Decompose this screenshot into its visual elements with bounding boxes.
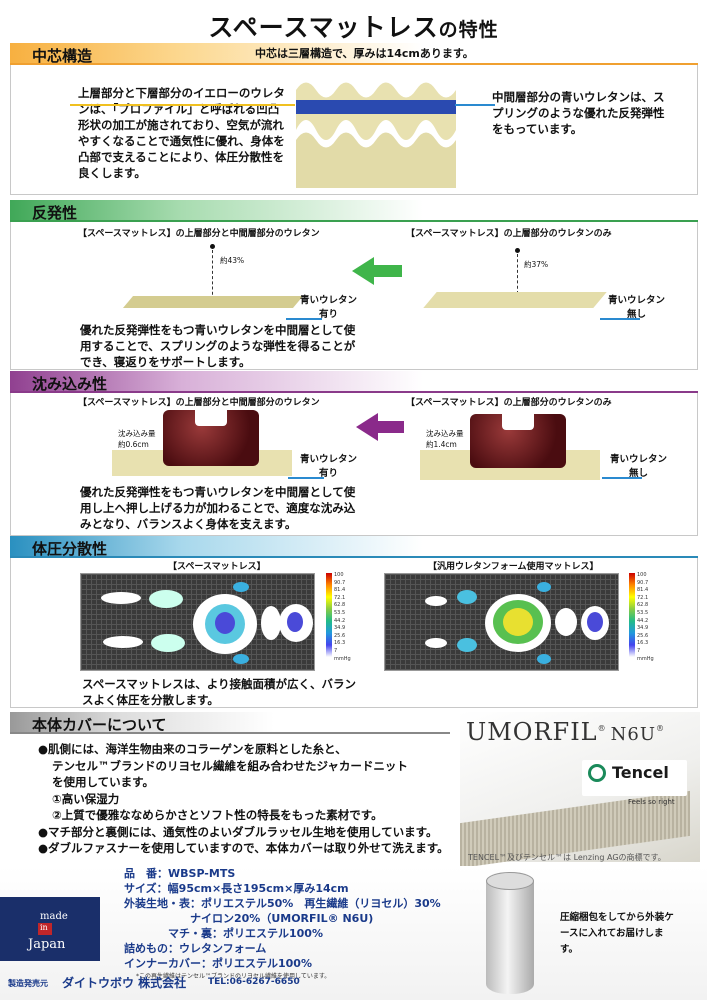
cover-bullet-list: ●肌側には、海洋生物由来のコラーゲンを原料とした糸と、 テンセル™ブランドのリヨ…: [38, 741, 478, 857]
cover-bullet: ②上質で優雅ななめらかさとソフト性の特長をもった素材です。: [52, 808, 383, 822]
section-title-core: 中芯構造: [32, 47, 93, 65]
pressure-scale-right: [629, 573, 635, 657]
pressure-right-caption: 【汎用ウレタンフォーム使用マットレス】: [428, 562, 599, 572]
blue-pointer-line: [602, 477, 642, 479]
comparison-arrow-icon: [356, 413, 378, 441]
rebound-height-line: [212, 250, 213, 300]
compressed-roll-image: [486, 872, 534, 994]
title-main: スペースマットレス: [208, 13, 439, 42]
cover-bullet: テンセル™ブランドのリヨセル繊維を組み合わせたジャカードニット: [52, 758, 408, 773]
trademark-note: TENCEL™及びテンセル™は Lenzing AGの商標です。: [468, 853, 666, 862]
section-rebound-panel: [10, 222, 698, 370]
footer-label: 製造発売元: [8, 979, 48, 988]
spec-list: 品 番：WBSP-MTS サイズ：幅95cm×長さ195cm×厚み14cm 外装…: [124, 866, 484, 971]
sink-left-label: 青いウレタン 有り: [300, 454, 358, 479]
tencel-tagline: Feels so right: [628, 798, 675, 806]
spec-line: 外装生地・表：ポリエステル50% 再生繊維（リヨセル）30%: [124, 897, 441, 910]
comparison-arrow-shaft: [376, 421, 404, 433]
tencel-brand: Tencel: [612, 763, 669, 782]
pressure-scale-left: [326, 573, 332, 657]
section-header-pressure: 体圧分散性: [10, 536, 698, 558]
yellow-pointer-line: [70, 104, 295, 106]
section-core-panel: [10, 65, 698, 195]
weight-handle-gap: [195, 410, 227, 426]
core-note: 中芯は三層構造で、厚みは14cmあります。: [255, 47, 474, 60]
ball-icon: [210, 244, 215, 249]
japan-flag-mark: [38, 923, 52, 935]
ball-icon: [515, 248, 520, 253]
sink-right-caption: 【スペースマットレス】の上層部分のウレタンのみ: [406, 398, 612, 408]
section-sink-panel: [10, 393, 698, 536]
made-in-line1: made: [40, 911, 68, 922]
section-header-sink: 沈み込み性: [10, 371, 698, 393]
made-in-line2: in: [40, 923, 48, 932]
cover-bullet: ①高い保湿力: [52, 791, 120, 806]
spec-line: マチ・裏：ポリエステル100%: [124, 927, 323, 940]
section-title-pressure: 体圧分散性: [32, 540, 108, 558]
sink-right-label: 青いウレタン 無し: [610, 454, 668, 479]
section-header-cover: 本体カバーについて: [10, 712, 450, 734]
core-left-text: 上層部分と下層部分のイエローのウレタンは、「プロファイル」と呼ばれる凹凸形状の加…: [78, 86, 285, 180]
packaging-note: 圧縮梱包をしてから外装ケースに入れてお届けします。: [560, 912, 674, 955]
spec-line: 品 番：WBSP-MTS: [124, 867, 236, 880]
umorfil-brand: UMORFIL: [466, 718, 598, 746]
section-title-cover: 本体カバーについて: [32, 716, 167, 734]
footer-company: ダイトウボウ 株式会社: [62, 976, 187, 990]
rebound-right-caption: 【スペースマットレス】の上層部分のウレタンのみ: [406, 229, 612, 239]
weight-handle-gap: [502, 414, 534, 430]
rebound-right-pct: 約37%: [524, 260, 549, 269]
umorfil-sub: N6U: [610, 724, 656, 745]
spec-footnote: *この再生繊維はテンセル™ブランドのリヨセル繊維を使用しています。: [136, 973, 331, 980]
core-right-text: 中間層部分の青いウレタンは、スプリングのような優れた反発弾性をもっています。: [492, 90, 665, 136]
pressure-left-caption: 【スペースマットレス】: [168, 562, 266, 572]
blue-pointer-line: [600, 318, 640, 320]
rebound-left-caption: 【スペースマットレス】の上層部分と中間層部分のウレタン: [78, 229, 320, 239]
spec-line: ナイロン20%（UMORFIL® N6U): [124, 912, 374, 925]
blue-pointer-line: [455, 104, 495, 106]
sink-description: 優れた反発弾性をもつ青いウレタンを中間層として使用し上へ押し上げる力が加わること…: [80, 485, 356, 531]
foam-sample-without-blue: [423, 292, 607, 308]
rebound-left-pct: 約43%: [220, 256, 245, 265]
made-in-line3: Japan: [28, 937, 66, 952]
section-title-sink: 沈み込み性: [32, 375, 108, 393]
cover-bullet: ●マチ部分と裏側には、通気性のよいダブルラッセル生地を使用しています。: [38, 824, 438, 839]
cover-bullet: ●肌側には、海洋生物由来のコラーゲンを原料とした糸と、: [38, 742, 347, 756]
pressure-map-generic-mattress: [384, 573, 619, 671]
made-in-japan-badge: made in Japan: [0, 897, 100, 961]
spec-line: サイズ：幅95cm×長さ195cm×厚み14cm: [124, 882, 349, 895]
core-photo: [296, 70, 456, 188]
rebound-left-label: 青いウレタン 有り: [300, 295, 358, 320]
core-layers-illustration: [296, 82, 456, 188]
tencel-leaf-icon: [588, 764, 606, 782]
spec-line: 詰めもの：ウレタンフォーム: [124, 942, 267, 955]
umorfil-logo: UMORFIL®N6U®: [466, 718, 665, 746]
section-header-core: 中芯構造: [10, 43, 698, 65]
foam-sample-with-blue: [122, 296, 304, 308]
section-header-rebound: 反発性: [10, 200, 698, 222]
sink-right-amount: 沈み込み量 約1.4cm: [426, 429, 464, 449]
cover-bullet: を使用しています。: [52, 775, 155, 789]
blue-pointer-line: [286, 318, 322, 320]
blue-pointer-line: [288, 477, 324, 479]
rebound-height-line: [517, 254, 518, 294]
sink-left-amount: 沈み込み量 約0.6cm: [118, 429, 156, 449]
comparison-arrow-icon: [352, 257, 374, 285]
page-title: スペースマットレスの特性: [0, 8, 707, 44]
cover-bullet: ●ダブルファスナーを使用していますので、本体カバーは取り外せて洗えます。: [38, 841, 449, 855]
spec-line: インナーカバー：ポリエステル100%: [124, 957, 312, 970]
section-title-rebound: 反発性: [32, 204, 78, 222]
pressure-map-space-mattress: [80, 573, 315, 671]
footer-tel: TEL:06-6267-6650: [208, 977, 300, 987]
section-pressure-panel: [10, 558, 698, 708]
rebound-right-label: 青いウレタン 無し: [608, 295, 666, 320]
comparison-arrow-shaft: [372, 265, 402, 277]
specs-area: [0, 866, 707, 1000]
pressure-description: スペースマットレスは、より接触面積が広く、バランスよく体圧を分散します。: [82, 677, 357, 707]
title-suffix: の特性: [438, 19, 499, 41]
tencel-logo: Tencel: [582, 760, 687, 796]
rebound-description: 優れた反発弾性をもつ青いウレタンを中間層として使用することで、スプリングのような…: [80, 323, 356, 369]
sink-left-caption: 【スペースマットレス】の上層部分と中間層部分のウレタン: [78, 398, 320, 408]
